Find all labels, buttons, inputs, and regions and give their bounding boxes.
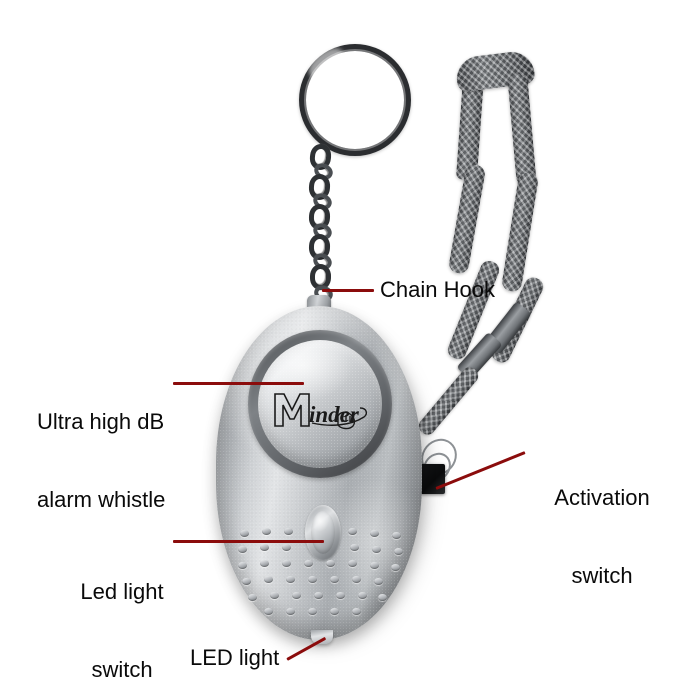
strap-cord-right-mid	[500, 171, 540, 293]
alarm-whistle-speaker	[258, 340, 382, 468]
led-light-switch-button[interactable]	[311, 511, 335, 554]
leader-line-led-switch	[173, 540, 324, 543]
leader-line-alarm-whistle	[173, 382, 304, 385]
annotation-label-alarm-whistle: Ultra high dB alarm whistle	[37, 357, 165, 565]
strap-cord-left-mid	[447, 163, 487, 275]
annotation-line: Ultra high dB	[37, 409, 165, 434]
leader-line-chain-hook	[322, 289, 374, 292]
annotation-line: switch	[571, 563, 633, 588]
split-key-ring	[299, 44, 411, 156]
strap-cord-right-upper	[507, 73, 537, 187]
minder-brand-logo: inder	[272, 386, 376, 432]
annotation-line: alarm whistle	[37, 487, 166, 512]
annotation-label-led-light: LED light	[190, 645, 280, 670]
annotation-label-activation-switch: Activation switch	[527, 433, 677, 641]
annotation-line: Activation	[554, 485, 650, 510]
annotation-label-led-switch: Led light switch	[74, 527, 170, 700]
annotation-line: Led light	[80, 579, 164, 604]
strap-cord-tail	[415, 364, 482, 438]
wrist-strap	[400, 49, 600, 494]
annotation-line: switch	[91, 657, 153, 682]
activation-switch-plug[interactable]	[420, 464, 445, 494]
annotation-label-chain-hook: Chain Hook	[380, 277, 495, 302]
